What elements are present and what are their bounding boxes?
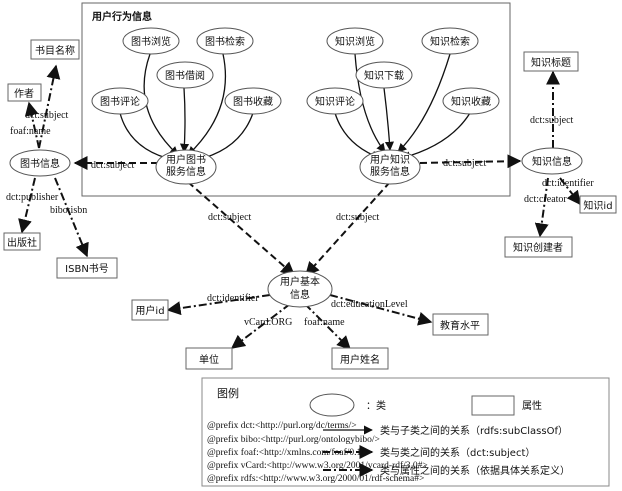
node-book-review-label: 图书评论 [100,95,140,108]
node-book-service-label-2: 服务信息 [166,165,206,178]
node-book-review [91,87,149,115]
node-book-info-label: 图书信息 [20,157,60,170]
legend-class-sample [309,393,355,417]
prop-author [7,83,42,102]
edge-label-subject-user-1: dct:subject [208,212,252,223]
node-know-review-label: 知识评论 [315,95,355,108]
edge-label-identifier-know: dct:identifier [542,178,594,189]
prop-book-title-label: 书目名称 [35,44,75,57]
prop-book-title [30,39,80,60]
prop-know-id-label: 知识id [583,199,612,212]
prefix-dct: @prefix dct:<http://purl.org/dc/terms/> [207,420,357,431]
group-title: 用户行为信息 [91,10,152,23]
prefix-vcard: @prefix vCard:<http://www.w3.org/2001/vc… [207,460,428,471]
prefix-bibo: @prefix bibo:<http://purl.org/ontologybi… [207,434,380,445]
edge-label-isbn: bibo:isbn [50,205,87,216]
legend-box [201,377,610,487]
node-know-search-label: 知识检索 [430,35,470,48]
legend-subclass-label: 类与子类之间的关系（rdfs:subClassOf） [380,424,568,437]
node-book-borrow-label: 图书借阅 [165,69,205,82]
prop-unit-label: 单位 [199,353,219,366]
edge-label-subject-title: dct:subject [25,110,69,121]
prefix-foaf: @prefix foaf:<http://xmlns.com/foaf/0.1/… [207,447,369,458]
node-know-search [421,27,479,55]
user-behavior-group [81,2,511,197]
node-book-search [196,27,254,55]
node-user-basic-label-2: 信息 [290,288,310,301]
node-book-collect-label: 图书收藏 [233,95,273,108]
legend-class-rel-label: 类与类之间的关系（dct:subject） [380,446,535,459]
edge-label-education: dct:educationLevel [331,299,408,310]
node-book-borrow [156,61,214,89]
node-know-info [521,147,583,175]
node-know-service [359,149,421,185]
node-book-browse-label: 图书浏览 [131,35,171,48]
node-know-browse [326,27,384,55]
node-know-service-label-1: 用户知识 [370,153,410,166]
prop-edu-level [432,313,489,336]
node-know-review [306,87,364,115]
prop-user-id-label: 用户id [135,304,164,317]
edge-label-foaf-name: foaf:name [10,126,51,137]
edge-label-vcard-org: vCard:ORG [244,317,292,328]
node-book-search-label: 图书检索 [205,35,245,48]
node-know-download [355,61,413,89]
prop-know-creator [504,236,573,258]
class-relation-edges [73,154,522,277]
prop-user-id [131,299,169,321]
prop-unit [185,347,233,370]
prop-know-creator-label: 知识创建者 [513,241,563,254]
prefix-rdfs: @prefix rdfs:<http://www.w3.org/2000/01/… [207,473,424,484]
prop-know-title [523,51,579,72]
prop-publisher-label: 出版社 [7,236,37,249]
prop-know-id [579,195,617,214]
edge-label-subject-know: dct:subject [443,158,487,169]
edge-label-subject-user-2: dct:subject [336,212,380,223]
edge-label-subject-ktitle: dct:subject [530,115,574,126]
legend-title: 图例 [217,386,239,400]
prop-isbn-label: ISBN书号 [65,263,109,275]
node-know-collect [442,87,500,115]
edge-label-foaf-name-user: foaf:name [304,317,345,328]
edge-label-subject-book: dct:subject [91,160,135,171]
prop-user-name-label: 用户姓名 [340,353,380,366]
node-book-collect [224,87,282,115]
node-know-download-label: 知识下载 [364,69,404,82]
node-know-browse-label: 知识浏览 [335,35,375,48]
node-book-service-label-1: 用户图书 [166,153,206,166]
edge-label-publisher: dct:publisher [6,192,59,203]
prop-user-name [331,347,389,370]
legend-class-label: ：类 [366,399,386,412]
node-user-basic [267,270,333,308]
legend-property-sample [471,395,515,416]
legend-property-rel-label: 类与属性之间的关系（依据具体关系定义） [380,464,570,477]
prop-author-label: 作者 [14,88,34,100]
prop-know-title-label: 知识标题 [531,56,571,69]
prop-publisher [3,232,41,251]
edge-label-creator: dct:creator [524,194,567,205]
node-user-basic-label-1: 用户基本 [280,275,320,288]
edge-label-identifier-user: dct:identifier [207,293,259,304]
node-book-browse [122,27,180,55]
prop-isbn [56,257,118,279]
node-know-info-label: 知识信息 [532,155,572,168]
node-book-info [9,149,71,177]
node-book-service [155,149,217,185]
prop-edu-level-label: 教育水平 [440,319,480,332]
property-edges [18,64,581,350]
legend-property-label: 属性 [522,399,542,412]
node-know-collect-label: 知识收藏 [451,95,491,108]
node-know-service-label-2: 服务信息 [370,165,410,178]
